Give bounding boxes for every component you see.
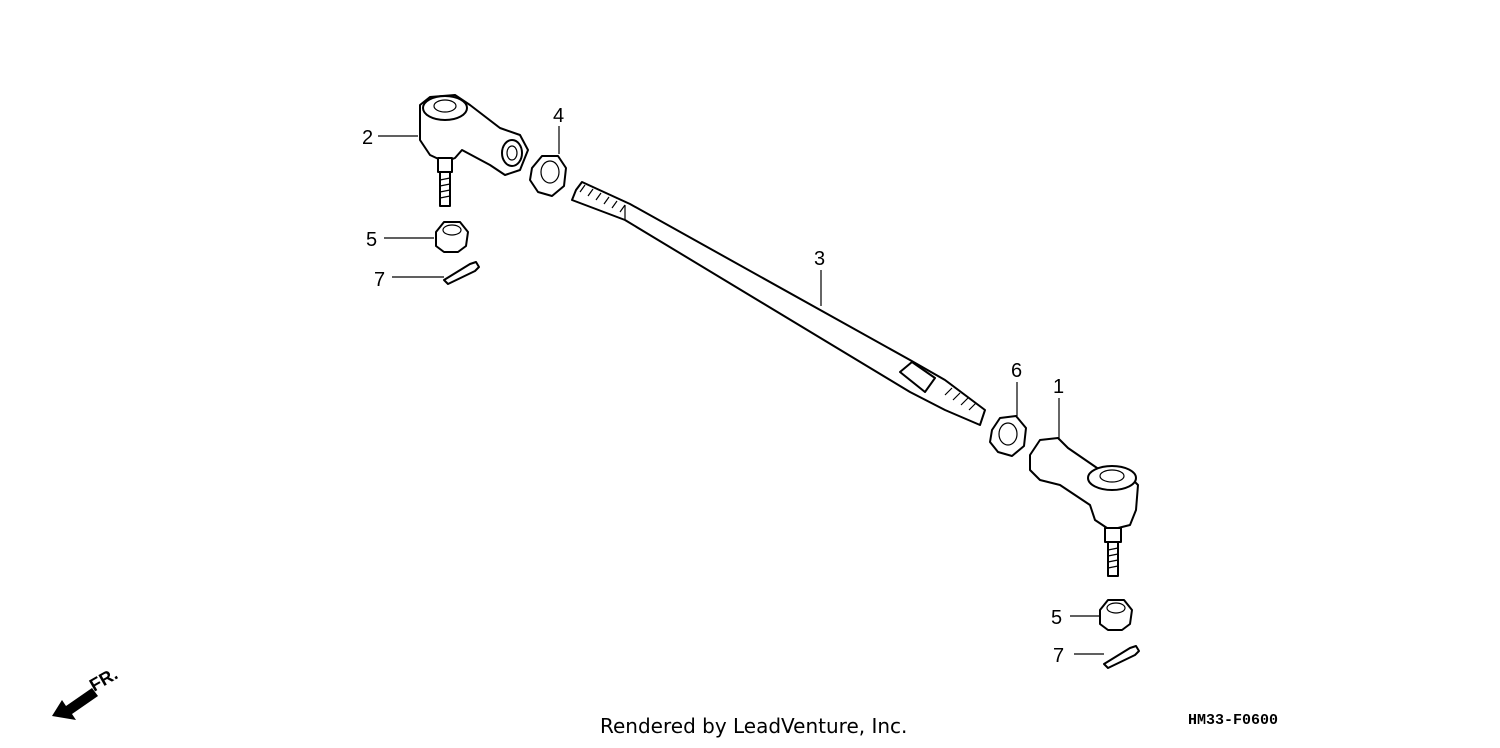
callout-3: 3 xyxy=(814,248,825,270)
callout-5-left: 5 xyxy=(366,229,377,251)
part-7-cotter-pin-left[interactable] xyxy=(443,261,480,285)
part-2-tie-rod-end-left[interactable] xyxy=(419,94,529,207)
callout-7-right: 7 xyxy=(1053,645,1064,667)
callout-6: 6 xyxy=(1011,360,1022,382)
part-5-castle-nut-left[interactable] xyxy=(435,221,469,253)
part-6-jam-nut-right[interactable] xyxy=(989,415,1027,457)
callout-1: 1 xyxy=(1053,376,1064,398)
part-3-tie-rod-shaft[interactable] xyxy=(571,181,986,426)
front-direction-arrow-icon xyxy=(52,688,98,720)
part-4-jam-nut-left[interactable] xyxy=(529,155,567,197)
callout-4: 4 xyxy=(553,105,564,127)
callout-2: 2 xyxy=(362,127,373,149)
leader-lines xyxy=(378,126,1104,655)
part-7-cotter-pin-right[interactable] xyxy=(1103,645,1140,669)
callout-5-right: 5 xyxy=(1051,607,1062,629)
render-credit: Rendered by LeadVenture, Inc. xyxy=(600,714,908,738)
part-1-tie-rod-end-right[interactable] xyxy=(1029,437,1139,577)
diagram-code: HM33-F0600 xyxy=(1188,712,1279,729)
callout-7-left: 7 xyxy=(374,269,385,291)
part-5-castle-nut-right[interactable] xyxy=(1099,599,1133,631)
